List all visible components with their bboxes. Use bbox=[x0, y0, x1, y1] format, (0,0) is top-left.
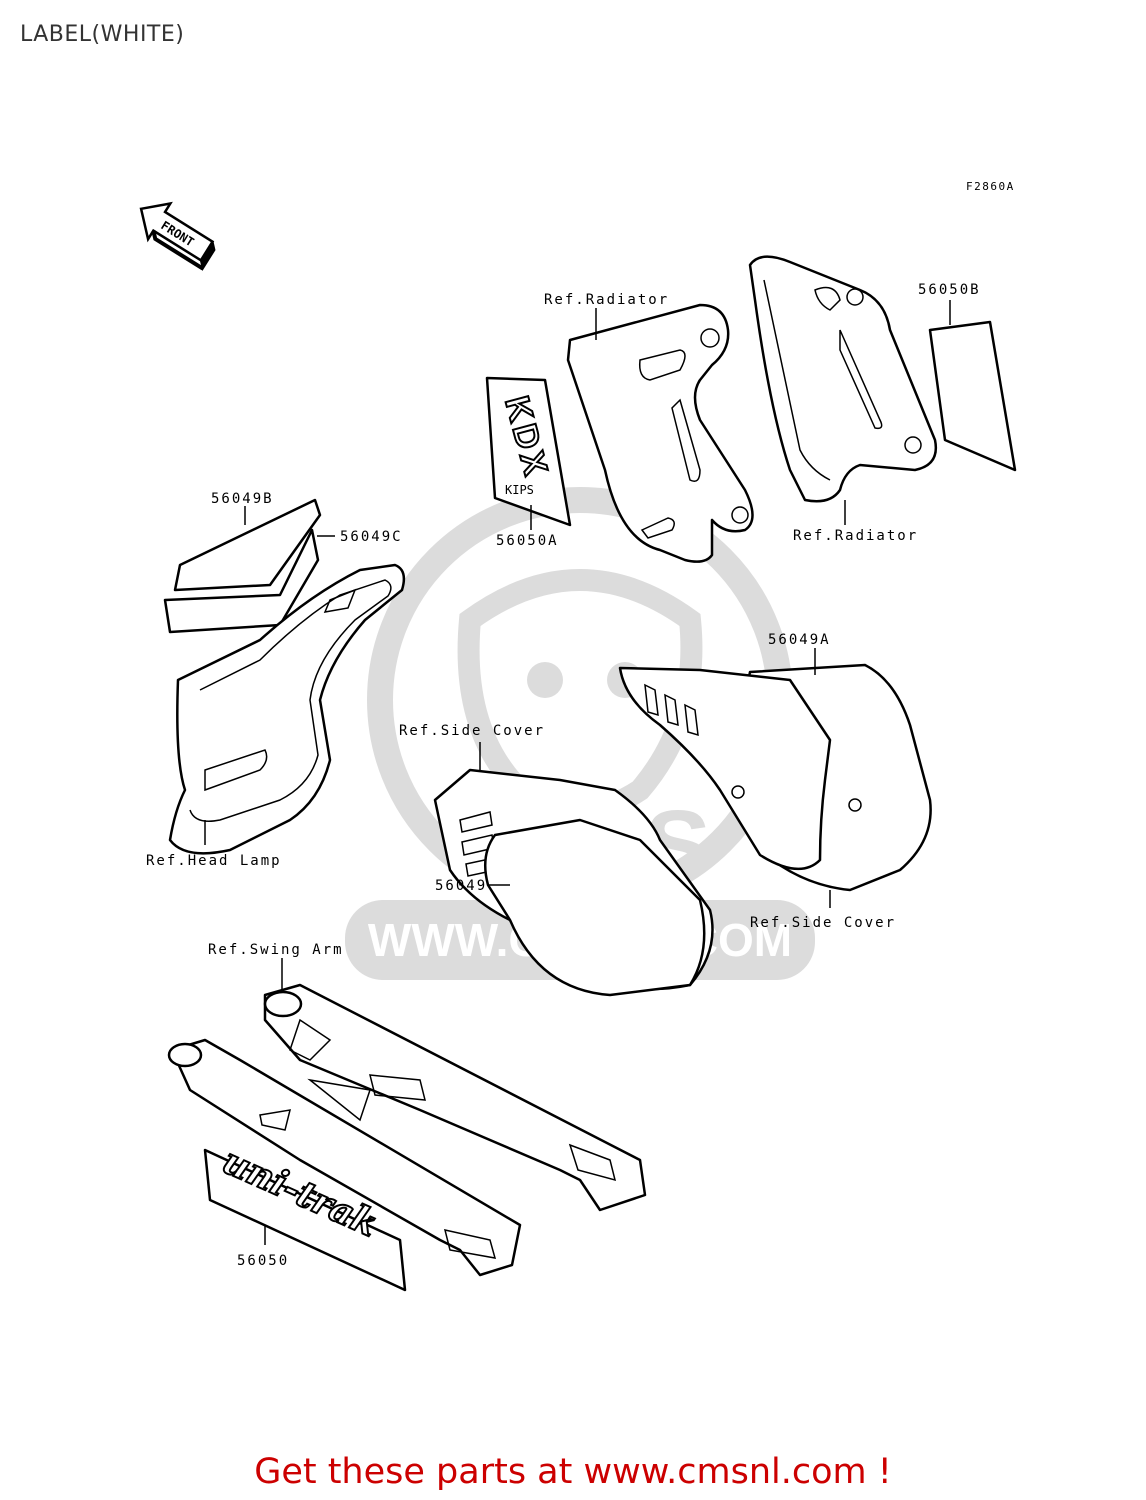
decal-56049B bbox=[163, 498, 322, 634]
decal-56050B bbox=[928, 320, 1017, 472]
head-lamp bbox=[168, 563, 406, 855]
page-title: LABEL(WHITE) bbox=[20, 22, 185, 47]
figure-code: F2860A bbox=[966, 180, 1015, 193]
radiator-shroud-right bbox=[748, 255, 938, 503]
decal-kips-text: KIPS bbox=[505, 483, 534, 497]
label-ref-side-cover-left: Ref.Side Cover bbox=[399, 723, 545, 739]
label-ref-side-cover-right: Ref.Side Cover bbox=[750, 915, 896, 931]
label-56049B: 56049B bbox=[211, 491, 274, 507]
label-56049C: 56049C bbox=[340, 529, 403, 545]
label-ref-swing-arm: Ref.Swing Arm bbox=[208, 942, 344, 958]
decal-56049A bbox=[618, 666, 832, 871]
swing-arm bbox=[167, 983, 647, 1277]
label-56049A: 56049A bbox=[768, 632, 831, 648]
label-ref-radiator-right: Ref.Radiator bbox=[793, 528, 918, 544]
decal-56049 bbox=[483, 818, 706, 997]
decal-56050A: KDX KIPS bbox=[485, 376, 572, 527]
label-56050B: 56050B bbox=[918, 282, 981, 298]
label-56050A: 56050A bbox=[496, 533, 559, 549]
label-ref-radiator-left: Ref.Radiator bbox=[544, 292, 669, 308]
footer-link[interactable]: Get these parts at www.cmsnl.com ! bbox=[254, 1452, 892, 1492]
label-56049: 56049 bbox=[435, 878, 487, 894]
radiator-shroud-left bbox=[566, 303, 754, 563]
front-arrow-icon: FRONT bbox=[139, 201, 216, 272]
parts-diagram: WWW.CMSNL.COM CMS F2860A FRONT KDX KIPS bbox=[139, 180, 1017, 1292]
label-56050: 56050 bbox=[237, 1253, 289, 1269]
label-ref-head-lamp: Ref.Head Lamp bbox=[146, 853, 282, 869]
